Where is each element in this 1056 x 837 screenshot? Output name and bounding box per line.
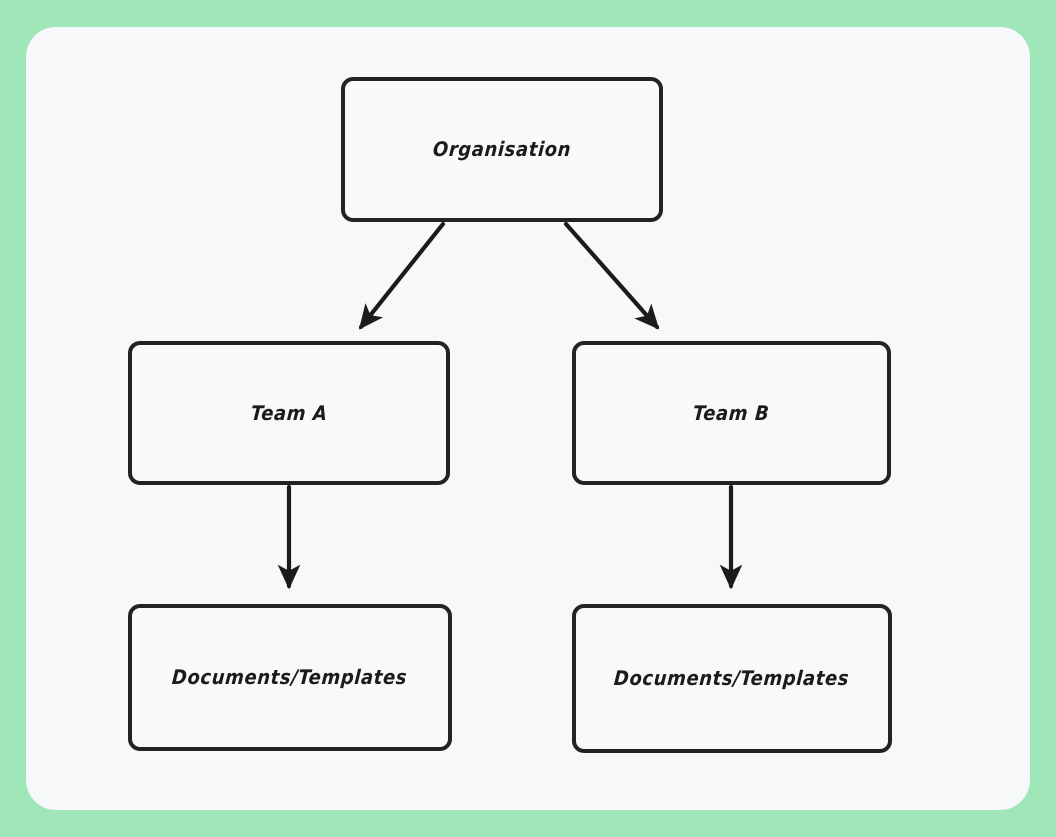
node-documents-templates-a[interactable]: Documents/Templates xyxy=(128,604,452,751)
node-documents-templates-a-label: Documents/Templates xyxy=(171,665,409,689)
node-organisation-label: Organisation xyxy=(432,137,572,161)
edge-organisation-to-team-b xyxy=(563,221,660,330)
diagram-card: Organisation Team A Team B Documents/Tem… xyxy=(26,27,1030,810)
edge-organisation-to-team-a xyxy=(358,221,446,330)
node-team-b-label: Team B xyxy=(692,400,771,425)
node-team-a[interactable]: Team A xyxy=(128,341,450,485)
node-organisation[interactable]: Organisation xyxy=(341,77,663,222)
node-documents-templates-b-label: Documents/Templates xyxy=(613,666,851,690)
node-documents-templates-b[interactable]: Documents/Templates xyxy=(572,604,892,753)
node-team-a-label: Team A xyxy=(249,400,329,425)
node-team-b[interactable]: Team B xyxy=(572,341,891,485)
